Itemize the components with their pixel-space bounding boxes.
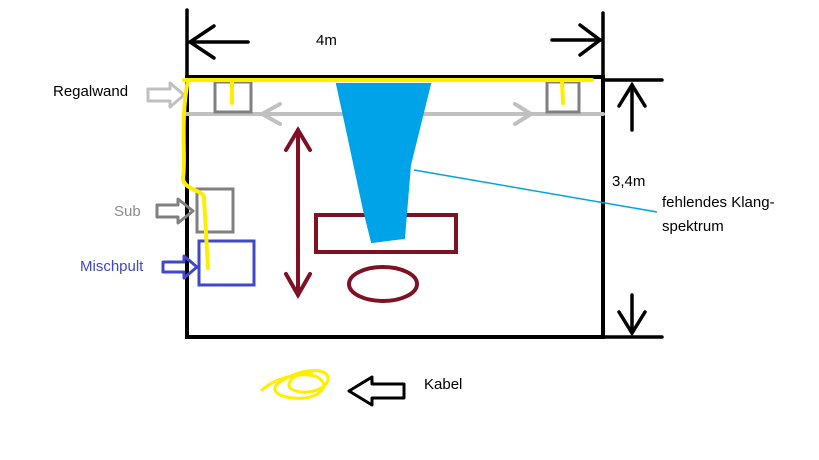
mischpult-arrow bbox=[161, 254, 199, 280]
mischpult-box bbox=[197, 239, 256, 287]
width-label: 4m bbox=[316, 32, 337, 49]
spectrum-pointer-line bbox=[413, 169, 658, 213]
width-dimension bbox=[185, 8, 605, 79]
regalwand-label: Regalwand bbox=[53, 83, 128, 100]
missing-spectrum-label-1: fehlendes Klang- bbox=[662, 194, 775, 211]
cable-arrow bbox=[347, 375, 406, 407]
missing-spectrum-cone bbox=[335, 83, 432, 244]
cable-line bbox=[181, 78, 594, 270]
depth-dimension bbox=[601, 78, 664, 339]
depth-label: 3,4m bbox=[612, 173, 645, 190]
regalwand-arrow bbox=[146, 81, 186, 109]
missing-spectrum-label-2: spektrum bbox=[662, 218, 724, 235]
cable-label: Kabel bbox=[424, 376, 462, 393]
cable-scribble bbox=[260, 368, 330, 400]
sub-box bbox=[195, 187, 235, 234]
mischpult-label: Mischpult bbox=[80, 258, 144, 275]
sub-arrow bbox=[155, 197, 195, 225]
sub-label: Sub bbox=[114, 203, 141, 220]
